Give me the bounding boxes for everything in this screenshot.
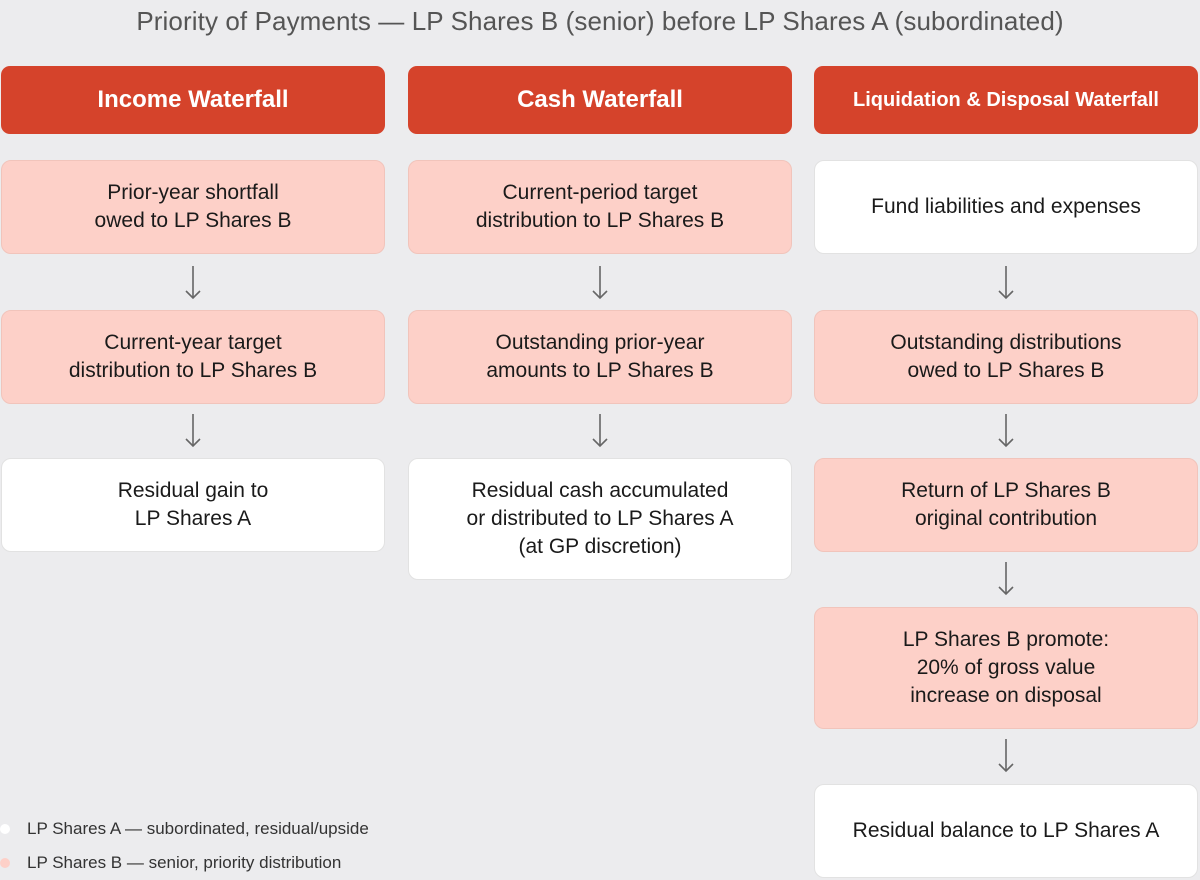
down-arrow-icon — [998, 414, 1014, 448]
step-text-line: Prior-year shortfall — [107, 181, 279, 204]
step-text-line: Fund liabilities and expenses — [871, 195, 1141, 218]
step-text-line: Residual cash accumulated — [471, 479, 729, 502]
legend-swatch-pink-icon — [0, 858, 10, 868]
liquidation-step-1: Fund liabilities and expenses — [814, 160, 1198, 254]
step-text-line: (at GP discretion) — [518, 535, 682, 558]
step-text-line: distribution to LP Shares B — [68, 359, 318, 382]
step-text-line: Outstanding distributions — [890, 331, 1122, 354]
legend-item-lp-shares-b: LP Shares B — senior, priority distribut… — [0, 853, 341, 873]
step-text-line: amounts to LP Shares B — [486, 359, 714, 382]
legend-swatch-white-icon — [0, 824, 10, 834]
step-text-line: Residual gain to — [117, 479, 269, 502]
cash-waterfall-header: Cash Waterfall — [408, 66, 792, 134]
step-text-line: LP Shares A — [134, 507, 252, 530]
down-arrow-icon — [998, 562, 1014, 596]
liquidation-step-5: Residual balance to LP Shares A — [814, 784, 1198, 878]
diagram-title: Priority of Payments — LP Shares B (seni… — [136, 6, 1064, 36]
liquidation-step-3: Return of LP Shares B original contribut… — [814, 458, 1198, 552]
liquidation-step-4: LP Shares B promote: 20% of gross value … — [814, 607, 1198, 729]
income-step-2: Current-year target distribution to LP S… — [1, 310, 385, 404]
step-text-line: owed to LP Shares B — [907, 359, 1105, 382]
income-waterfall-header: Income Waterfall — [1, 66, 385, 134]
step-text-line: Return of LP Shares B — [901, 479, 1111, 502]
step-text-line: increase on disposal — [910, 684, 1102, 707]
step-text-line: original contribution — [914, 507, 1098, 530]
step-text-line: distribution to LP Shares B — [475, 209, 725, 232]
cash-step-2: Outstanding prior-year amounts to LP Sha… — [408, 310, 792, 404]
step-text-line: LP Shares B promote: — [902, 628, 1110, 651]
cash-step-1: Current-period target distribution to LP… — [408, 160, 792, 254]
legend-label: LP Shares B — senior, priority distribut… — [27, 853, 342, 872]
step-text-line: owed to LP Shares B — [94, 209, 292, 232]
step-text-line: Current-year target — [104, 331, 282, 354]
step-text-line: Residual balance to LP Shares A — [852, 819, 1160, 842]
income-step-1: Prior-year shortfall owed to LP Shares B — [1, 160, 385, 254]
liquidation-step-2: Outstanding distributions owed to LP Sha… — [814, 310, 1198, 404]
down-arrow-icon — [592, 266, 608, 300]
income-step-3: Residual gain to LP Shares A — [1, 458, 385, 552]
cash-step-3: Residual cash accumulated or distributed… — [408, 458, 792, 580]
down-arrow-icon — [185, 266, 201, 300]
down-arrow-icon — [998, 266, 1014, 300]
step-text-line: 20% of gross value — [916, 656, 1096, 679]
step-text-line: or distributed to LP Shares A — [466, 507, 734, 530]
down-arrow-icon — [998, 739, 1014, 773]
legend-item-lp-shares-a: LP Shares A — subordinated, residual/ups… — [0, 819, 369, 839]
step-text-line: Current-period target — [502, 181, 698, 204]
down-arrow-icon — [592, 414, 608, 448]
down-arrow-icon — [185, 414, 201, 448]
liquidation-waterfall-header: Liquidation & Disposal Waterfall — [814, 66, 1198, 134]
step-text-line: Outstanding prior-year — [495, 331, 705, 354]
legend-label: LP Shares A — subordinated, residual/ups… — [27, 819, 369, 838]
